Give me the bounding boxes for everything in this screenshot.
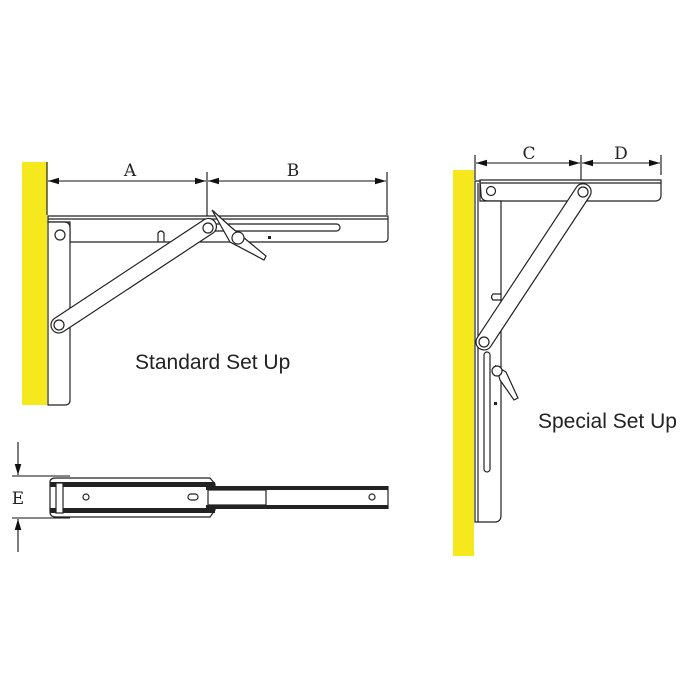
dimension-b-label: B bbox=[287, 161, 300, 181]
special-setup-drawing: C D Special Set Up bbox=[453, 144, 677, 556]
wall bbox=[453, 170, 474, 556]
dimension-d-label: D bbox=[614, 144, 628, 164]
standard-setup-drawing: A B Standard Set Up bbox=[22, 161, 389, 406]
special-setup-caption: Special Set Up bbox=[538, 410, 677, 433]
wall bbox=[22, 162, 47, 405]
dimension-a-label: A bbox=[123, 161, 137, 181]
dimension-c-label: C bbox=[522, 144, 535, 164]
standard-setup-caption: Standard Set Up bbox=[135, 351, 290, 374]
dimension-e-label: E bbox=[12, 489, 24, 509]
side-view-drawing: E bbox=[12, 442, 389, 552]
